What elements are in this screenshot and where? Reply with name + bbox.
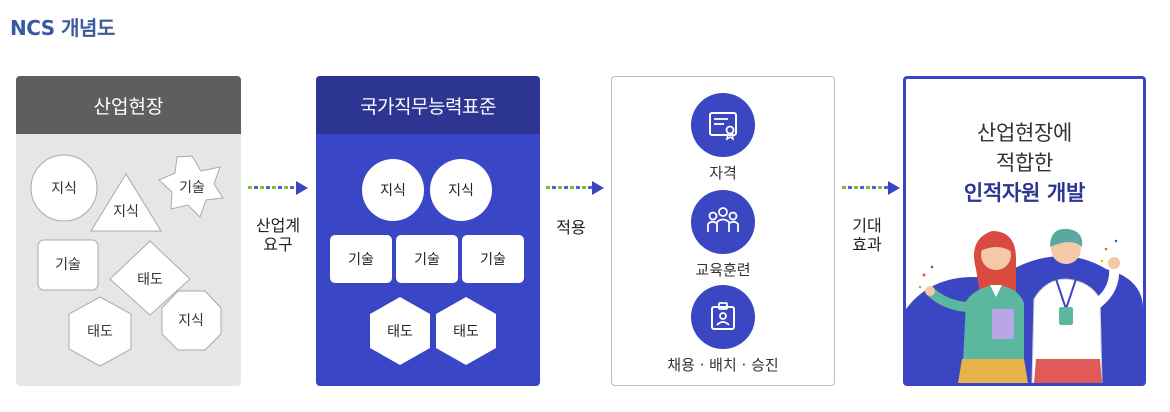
result-text-line1: 산업현장에 <box>976 121 1073 145</box>
certificate-icon <box>691 93 755 157</box>
people-group-icon <box>691 190 755 254</box>
shape-label: 태도 <box>137 272 163 288</box>
ncs-panel: 국가직무능력표준 지식 지식 기술 기술 기술 태도 태도 <box>316 76 540 386</box>
shape-label: 기술 <box>179 180 205 196</box>
star-shape <box>158 155 224 218</box>
shape-label: 기술 <box>348 252 374 268</box>
attitude-hexagon <box>370 297 430 365</box>
hexagon-shape <box>68 296 132 367</box>
circle-shape <box>30 154 98 222</box>
ncs-shapes: 지식 지식 기술 기술 기술 태도 태도 <box>330 159 524 365</box>
skill-box <box>330 235 392 283</box>
industry-panel-header: 산업현장 <box>16 76 241 134</box>
attitude-hexagon <box>436 297 496 365</box>
arrow-apply-to-result <box>842 181 900 195</box>
rounded-rect-shape <box>37 239 99 291</box>
shape-label: 기술 <box>480 252 506 268</box>
shape-label: 지식 <box>51 181 77 197</box>
arrow-label-industry-demand: 산업계 요구 <box>255 216 301 254</box>
application-panel: 자격 교육훈련 채용 · 배치 · 승진 <box>611 76 835 386</box>
apply-item-label: 채용 · 배치 · 승진 <box>667 356 779 374</box>
industry-panel: 산업현장 지식 지식 기술 기술 태도 태도 지식 <box>16 76 241 386</box>
shape-label: 태도 <box>387 324 413 340</box>
shape-label: 지식 <box>448 183 474 199</box>
arrow-industry-to-ncs <box>248 181 308 195</box>
result-text-line2: 적합한 <box>995 151 1054 175</box>
shape-label: 기술 <box>55 257 81 273</box>
result-panel: 산업현장에 적합한 인적자원 개발 <box>903 76 1146 386</box>
result-text-highlight: 인적자원 개발 <box>963 181 1086 205</box>
shape-label: 지식 <box>380 183 406 199</box>
arrow-ncs-to-apply <box>546 181 604 195</box>
knowledge-circle <box>362 159 424 221</box>
octagon-shape <box>161 290 222 351</box>
skill-box <box>462 235 524 283</box>
shape-label: 태도 <box>453 324 479 340</box>
shape-label: 태도 <box>87 324 113 340</box>
diamond-shape <box>109 240 191 316</box>
page-title: NCS 개념도 <box>10 16 115 40</box>
knowledge-circle <box>430 159 492 221</box>
triangle-shape <box>90 173 162 232</box>
ncs-panel-header: 국가직무능력표준 <box>316 76 540 134</box>
skill-box <box>396 235 458 283</box>
apply-item-label: 교육훈련 <box>695 261 751 279</box>
arrow-label-apply: 적용 <box>556 218 586 237</box>
apply-item-label: 자격 <box>709 164 737 182</box>
arrow-label-expected-effect: 기대 효과 <box>852 216 882 254</box>
shape-label: 지식 <box>178 313 204 329</box>
shape-label: 기술 <box>414 252 440 268</box>
industry-shapes: 지식 지식 기술 기술 태도 태도 지식 <box>30 154 224 367</box>
shape-label: 지식 <box>113 204 139 220</box>
id-card-icon <box>691 285 755 349</box>
workers-illustration <box>906 228 1143 383</box>
